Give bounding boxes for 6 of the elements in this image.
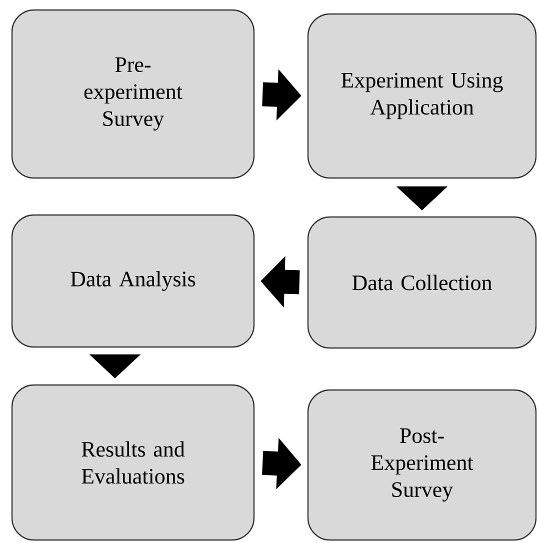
process-box: Experiment Using Application [307, 13, 537, 179]
process-box: Pre- experiment Survey [11, 9, 255, 179]
process-box: Data Analysis [11, 214, 255, 348]
process-box: Data Collection [307, 216, 537, 349]
process-box: Results and Evaluations [11, 384, 255, 541]
process-box: Post- Experiment Survey [307, 389, 537, 541]
